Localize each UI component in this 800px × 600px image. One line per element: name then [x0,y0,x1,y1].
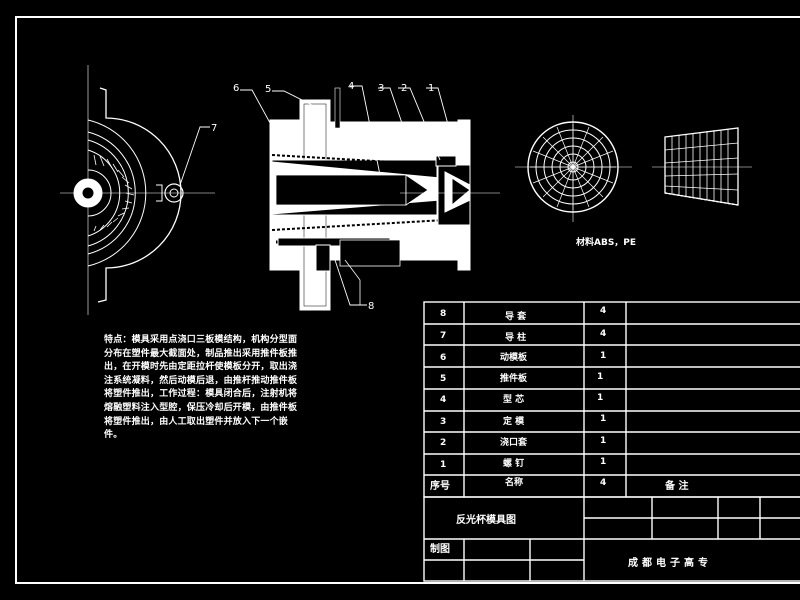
part-top-view [515,115,632,222]
bom-row: 2 浇口套 1 [440,436,606,448]
callout-2: 2 [401,83,407,94]
bom-header-name: 名称 [505,476,523,488]
bom-qty: 4 [600,306,606,316]
callout-6: 6 [233,83,239,94]
bom-row: 3 定 模 1 [440,414,606,427]
bom-no: 1 [440,460,446,470]
bom-name: 定 模 [502,415,525,427]
plan-view [60,65,215,315]
bom-row: 1 螺 钉 1 [440,457,606,470]
bom-qty: 1 [600,351,606,361]
bom-name: 导 柱 [505,331,526,343]
bom-no: 3 [440,417,446,427]
bom-qty: 1 [600,414,606,424]
bom-header-no: 序号 [430,479,450,492]
bom-row: 8 导 套 4 [440,306,606,322]
bom-row: 4 型 芯 1 [440,393,603,405]
bom-qty: 1 [600,457,606,467]
bom-name: 浇口套 [500,436,528,448]
drawn-by-label: 制图 [430,542,450,555]
bom-name: 动模板 [500,351,528,363]
callout-5: 5 [265,84,271,95]
bom-no: 8 [440,309,446,319]
bom-row: 6 动模板 1 [440,351,606,363]
bom-name: 型 芯 [503,393,524,405]
callout-7: 7 [211,123,217,134]
callout-3: 3 [378,83,384,94]
bom-header-remark: 备 注 [664,479,688,492]
bom-name: 导 套 [505,310,527,322]
bom-name: 螺 钉 [503,457,524,469]
bom-row: 5 推件板 1 [440,372,603,384]
material-label: 材料ABS，PE [575,236,636,248]
callout-8: 8 [368,301,374,312]
bom-no: 6 [440,353,446,363]
bom-name: 推件板 [500,372,528,384]
drawing-frame [15,16,800,584]
technical-notes: 特点：模具采用点浇口三板模结构，机构分型面分布在塑件最大截面处，制品推出采用推件… [104,334,300,443]
part-side-view [652,127,752,206]
leader-lines [179,85,456,306]
callout-1: 1 [428,83,434,94]
bom-header-row: 序号 名称 4 备 注 [430,476,688,492]
bom-no: 7 [440,331,446,341]
title-block-text: 反光杯模具图 制图 成都电子高专 [430,513,712,569]
bom-qty: 1 [600,436,606,446]
school-name: 成都电子高专 [628,556,712,569]
bom-no: 2 [440,438,446,448]
section-view [269,87,500,311]
bom-qty: 4 [600,329,606,339]
bom-row: 7 导 柱 4 [440,329,606,343]
drawing-title: 反光杯模具图 [456,513,516,526]
title-block [423,496,800,582]
bom-header-qty: 4 [600,478,606,488]
bom-rows: 8 导 套 4 7 导 柱 4 6 动模板 1 5 推件板 1 4 型 芯 1 … [430,306,688,492]
bom-table [423,301,800,498]
bom-no: 4 [440,395,446,405]
callout-numbers: 6 5 4 3 2 1 7 8 [211,81,434,312]
bom-qty: 1 [597,372,603,382]
notes-text: 特点：模具采用点浇口三板模结构，机构分型面分布在塑件最大截面处，制品推出采用推件… [104,335,298,441]
bom-qty: 1 [597,393,603,403]
bom-no: 5 [440,374,446,384]
callout-4: 4 [348,81,354,92]
